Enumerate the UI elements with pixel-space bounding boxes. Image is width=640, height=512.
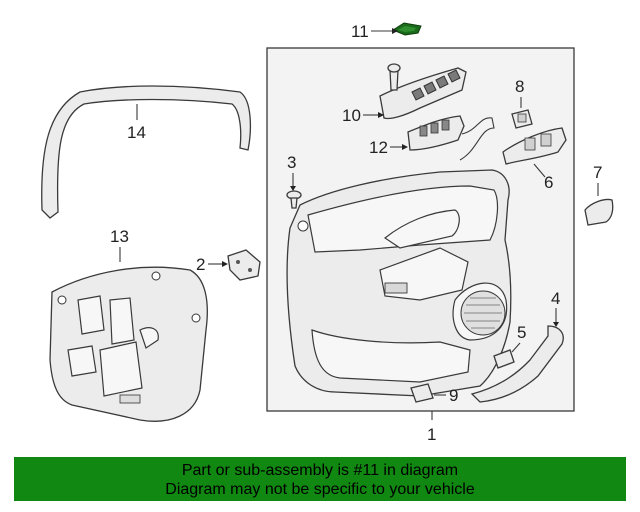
svg-text:14: 14 <box>127 123 146 142</box>
part-13-door-module[interactable] <box>49 266 208 422</box>
part-3-push-pin[interactable] <box>286 190 302 209</box>
svg-text:13: 13 <box>110 227 129 246</box>
part-14-trim-molding[interactable] <box>41 85 252 219</box>
callout-11: 11 <box>351 22 398 41</box>
callout-10: 10 <box>342 106 384 125</box>
part-9-switch[interactable] <box>410 383 434 403</box>
banner-line-1: Part or sub-assembly is #11 in diagram <box>181 462 459 479</box>
part-6-switch-bezel[interactable] <box>502 127 567 165</box>
callout-12: 12 <box>369 138 408 157</box>
svg-text:11: 11 <box>351 22 369 41</box>
part-4-pull-handle[interactable] <box>470 325 564 403</box>
part-10-window-switch[interactable] <box>379 63 467 120</box>
svg-text:10: 10 <box>342 106 361 125</box>
svg-text:12: 12 <box>369 138 388 157</box>
svg-text:2: 2 <box>196 255 205 274</box>
svg-text:6: 6 <box>544 173 553 192</box>
parts-diagram: 11 1 2 3 <box>41 22 614 444</box>
callout-7: 7 <box>593 163 602 196</box>
svg-text:4: 4 <box>551 289 560 308</box>
callout-3: 3 <box>287 153 296 191</box>
info-banner: Part or sub-assembly is #11 in diagram D… <box>14 457 626 501</box>
callout-2: 2 <box>196 255 228 274</box>
callout-6: 6 <box>533 163 553 192</box>
callout-1: 1 <box>427 411 436 444</box>
callout-9: 9 <box>434 386 458 405</box>
part-11-highlighted[interactable] <box>391 22 422 36</box>
part-8-switch[interactable] <box>511 109 533 129</box>
callout-13: 13 <box>110 227 129 262</box>
banner-line-2: Diagram may not be specific to your vehi… <box>165 481 475 498</box>
svg-text:8: 8 <box>515 77 524 96</box>
svg-text:1: 1 <box>427 425 436 444</box>
callout-4: 4 <box>551 289 560 327</box>
callout-5: 5 <box>511 323 526 353</box>
part-1-door-trim-panel[interactable] <box>286 169 512 397</box>
part-12-switch-assembly[interactable] <box>407 115 495 161</box>
part-2-bracket[interactable] <box>227 249 261 281</box>
svg-text:5: 5 <box>517 323 526 342</box>
part-5-clip[interactable] <box>493 349 515 369</box>
callout-8: 8 <box>515 77 524 108</box>
svg-text:7: 7 <box>593 163 602 182</box>
svg-text:9: 9 <box>449 386 458 405</box>
callout-14: 14 <box>127 104 146 142</box>
part-7-cover[interactable] <box>584 198 614 226</box>
svg-text:3: 3 <box>287 153 296 172</box>
